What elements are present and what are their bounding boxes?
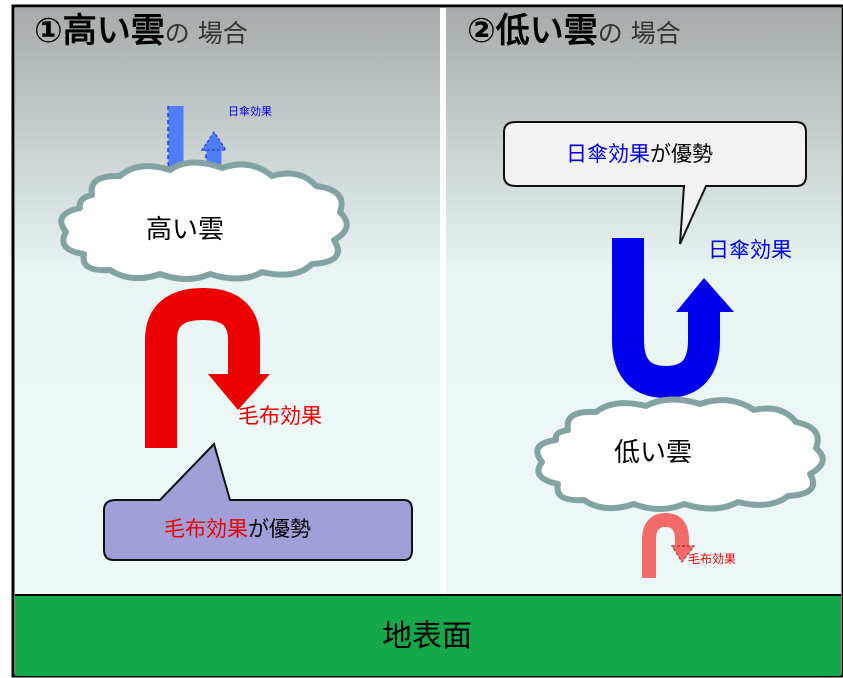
left-callout-rest: が優勢 [248, 517, 311, 541]
left-small-sunshade-label: 日傘効果 [228, 105, 272, 118]
right-title-main: ②低い雲 [467, 11, 598, 51]
high-cloud [58, 159, 350, 282]
right-callout-colored: 日傘効果 [566, 142, 650, 166]
left-callout-text: 毛布効果が優勢 [164, 519, 311, 540]
right-panel-title: ②低い雲の 場合 [467, 14, 681, 48]
left-big-blanket-arrow [145, 287, 270, 448]
ground-band [15, 595, 841, 676]
right-small-blanket-label: 毛布効果 [688, 552, 737, 566]
right-callout-rest: が優勢 [650, 142, 713, 166]
panel-divider [440, 8, 446, 595]
right-big-sunshade-arrow [612, 238, 734, 399]
right-small-blanket-arrow [642, 512, 696, 578]
right-big-sunshade-label: 日傘効果 [708, 238, 792, 262]
left-title-suffix: の 場合 [164, 19, 248, 48]
ground-label: 地表面 [382, 619, 472, 654]
right-callout-text: 日傘効果が優勢 [566, 144, 713, 165]
right-title-suffix: の 場合 [597, 19, 681, 48]
high-cloud-label: 高い雲 [146, 215, 225, 245]
right-callout-box [503, 121, 807, 245]
low-cloud [534, 396, 826, 512]
left-title-main: ①高い雲 [34, 11, 165, 51]
left-big-blanket-label: 毛布効果 [238, 404, 322, 428]
left-panel-title: ①高い雲の 場合 [34, 14, 248, 48]
left-callout-colored: 毛布効果 [164, 517, 248, 541]
left-callout-box [103, 442, 413, 561]
low-cloud-label: 低い雲 [614, 438, 693, 468]
